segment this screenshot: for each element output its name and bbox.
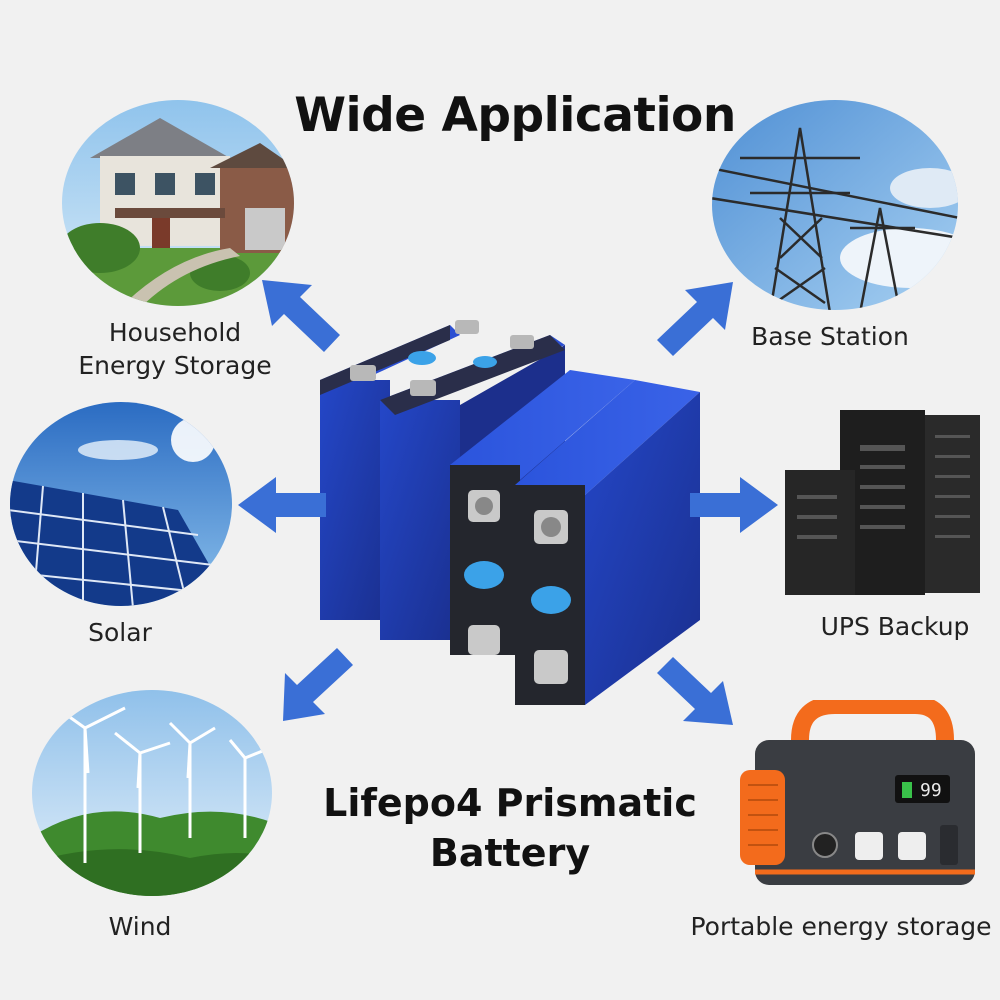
solar-label: Solar [88, 618, 152, 647]
arrow-to-household [262, 280, 340, 352]
product-name: Lifepo4 Prismatic Battery [323, 781, 697, 875]
arrow-to-ups [690, 477, 778, 533]
solar-panel-photo [10, 402, 232, 606]
ups-label: UPS Backup [820, 612, 970, 641]
house-photo [62, 100, 294, 306]
wind-turbine-photo [32, 690, 272, 896]
server-rack-photo [785, 410, 980, 595]
wind-label: Wind [108, 912, 172, 941]
portable-label: Portable energy storage [690, 912, 992, 941]
battery-cells-photo [320, 320, 700, 705]
arrow-to-base-station [657, 282, 733, 356]
power-tower-photo [712, 100, 958, 310]
arrow-to-wind [283, 648, 353, 721]
household-label: Household Energy Storage [78, 318, 272, 380]
arrow-to-solar [238, 477, 326, 533]
power-station-photo: 99 [740, 700, 975, 885]
page-title: Wide Application [294, 88, 736, 143]
svg-text:99: 99 [920, 780, 942, 801]
arrow-to-portable [657, 657, 733, 725]
base-station-label: Base Station [751, 322, 909, 351]
